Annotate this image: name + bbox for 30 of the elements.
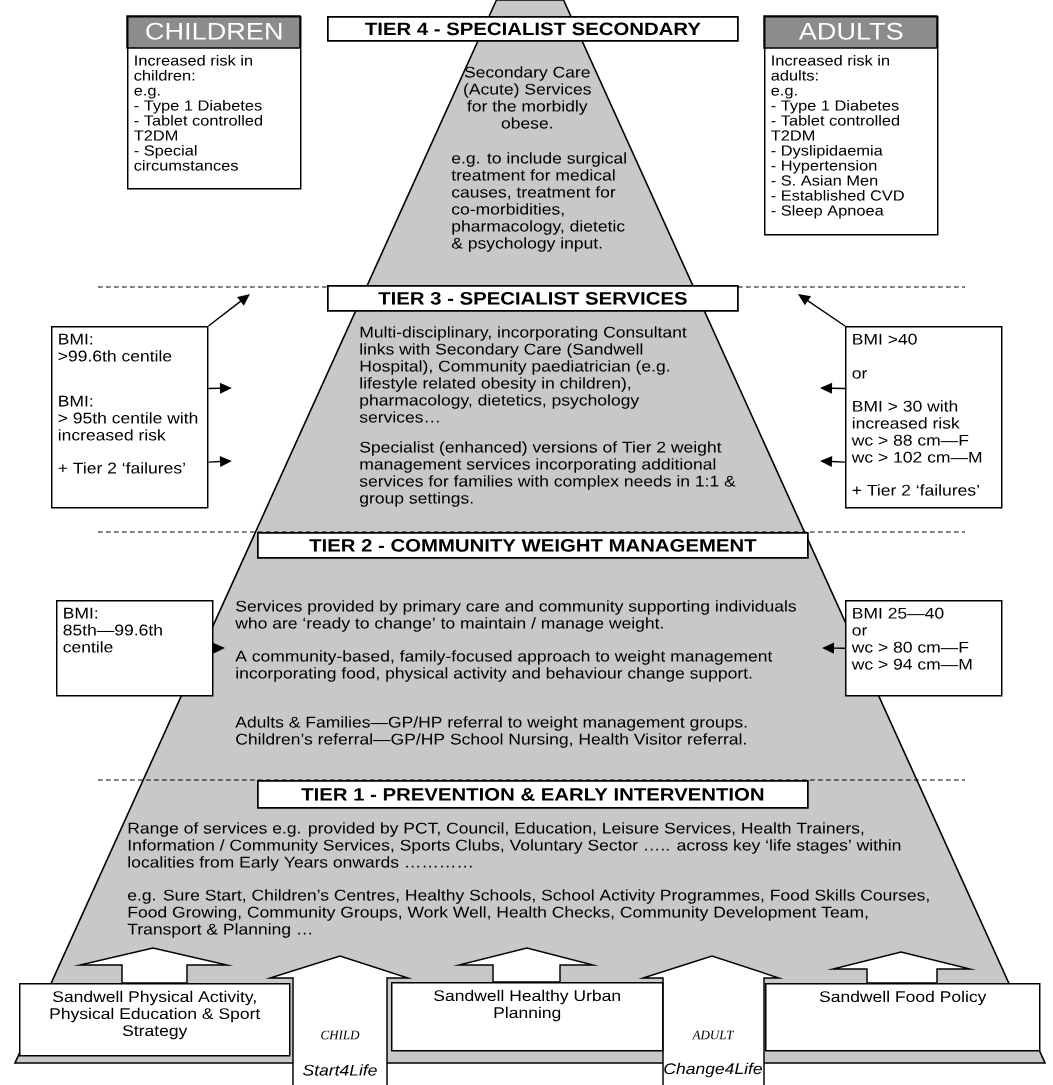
tier-description: Specialist (enhanced) versions of Tier 2 weight management services incorporating additional services for families with complex needs in 1:1 & group settings. xyxy=(359,441,736,507)
tier-description: Multi-disciplinary, incorporating Consultant links with Secondary Care (Sandwell Hospital), Community paediatrician (e.g. lifestyle related obesity in children), pharmacology, dietetics, psychology services… xyxy=(359,326,687,423)
node-label: ADULT xyxy=(691,1030,735,1040)
pointer-box: Sandwell Healthy Urban Planning xyxy=(391,947,664,1052)
tier-description: Adults & Families—GP/HP referral to weight management groups. Children’s referral—GP/HP School Nursing, Health Visitor referral. xyxy=(235,716,747,748)
tier-heading-box: TIER 1 - PREVENTION & EARLY INTERVENTION xyxy=(257,780,809,809)
tier-heading-box: TIER 4 - SPECIALIST SECONDARY xyxy=(327,16,739,42)
arrow xyxy=(798,294,846,327)
tier-description: Services provided by primary care and community supporting individuals who are ‘ready to change’ to maintain / manage weight. xyxy=(235,600,796,632)
criteria-box: BMI 25—40 or wc > 80 cm—F wc > 94 cm—M xyxy=(845,600,1003,697)
pointer-column: ADULT Change4Life xyxy=(638,955,784,1085)
tier-heading-box: TIER 2 - COMMUNITY WEIGHT MANAGEMENT xyxy=(257,532,809,559)
tier-heading-box: TIER 3 - SPECIALIST SERVICES xyxy=(327,285,739,312)
risk-panel: ADULTS Increased risk in adults: e.g. - Type 1 Diabetes - Tablet controlled T2DM - Dyslipidaemia - Hypertension - S. Asian Men - Established CVD - Sleep Apnoea xyxy=(763,15,939,236)
criteria-box: BMI: 85th—99.6th centile xyxy=(56,600,214,697)
arrow xyxy=(207,294,250,327)
risk-panel: CHILDREN Increased risk in children: e.g. - Type 1 Diabetes - Tablet controlled T2DM - Special circumstances xyxy=(126,15,302,190)
node-label: Change4Life xyxy=(664,1062,762,1078)
node-label: Start4Life xyxy=(303,1064,377,1076)
node-label: CHILD xyxy=(321,1030,360,1040)
tier-description: e.g. to include surgical treatment for medical causes, treatment for co-morbidities, pharmacology, dietetic & psychology input. xyxy=(451,152,626,252)
criteria-box: BMI >40 or BMI > 30 with increased risk wc > 88 cm—F wc > 102 cm—M + Tier 2 ‘failures’ xyxy=(845,326,1003,509)
criteria-box: BMI: >99.6th centile BMI: > 95th centile with increased risk + Tier 2 ‘failures’ xyxy=(51,326,209,509)
pointer-box: Sandwell Food Policy xyxy=(765,951,1041,1052)
tier-description: Secondary Care (Acute) Services for the morbidly obese. xyxy=(464,66,591,129)
tier-description: e.g. Sure Start, Children’s Centres, Healthy Schools, School Activity Programmes, Food Skills Courses, Food Growing, Community Groups, Work Well, Health Checks, Community Development Team, Transport & Planning … xyxy=(127,889,929,938)
pointer-column: CHILD Start4Life xyxy=(265,955,413,1085)
pointer-box: Sandwell Physical Activity, Physical Education & Sport Strategy xyxy=(19,947,291,1057)
tier-description: A community-based, family-focused approach to weight management incorporating food, physical activity and behaviour change support. xyxy=(235,650,773,682)
tier-description: Range of services e.g. provided by PCT, Council, Education, Leisure Services, Health Trainers, Information / Community Services, Sports Clubs, Voluntary Sector ….. across key ‘life stages’ within localities from Early Years onwards ………… xyxy=(128,822,901,871)
